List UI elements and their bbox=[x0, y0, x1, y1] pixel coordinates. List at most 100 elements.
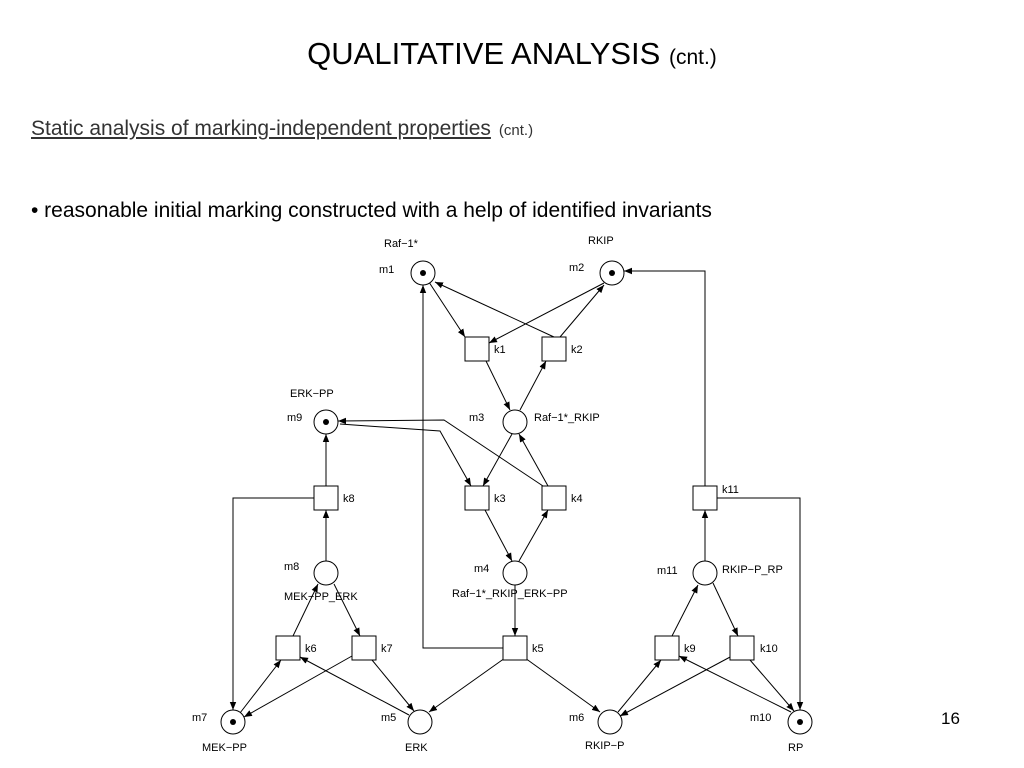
name-m7: MEK−PP bbox=[202, 742, 247, 754]
transition-k3 bbox=[464, 485, 490, 511]
arc-k8-m7 bbox=[229, 497, 314, 710]
transition-k9 bbox=[654, 635, 680, 661]
label-m11: m11 bbox=[657, 565, 678, 577]
transition-k4 bbox=[541, 485, 567, 511]
transition-k6 bbox=[275, 635, 301, 661]
token-m9 bbox=[323, 419, 329, 425]
arc-m7-k6 bbox=[239, 659, 282, 714]
place-m3 bbox=[502, 409, 528, 435]
label-m7: m7 bbox=[192, 712, 207, 724]
place-m11 bbox=[692, 560, 718, 586]
labels: k1 k2 k3 k4 k5 k6 k7 k8 k9 k10 k11 m1 m2… bbox=[192, 235, 803, 754]
name-m2: RKIP bbox=[588, 235, 614, 247]
label-m6: m6 bbox=[569, 712, 584, 724]
bullet-point: • reasonable initial marking constructed… bbox=[31, 199, 712, 222]
arc-k5-m1 bbox=[419, 285, 503, 649]
transition-k5 bbox=[502, 635, 528, 661]
slide-title: QUALITATIVE ANALYSIS (cnt.) bbox=[0, 36, 1024, 72]
transition-k7 bbox=[351, 635, 377, 661]
arc-m5-k6 bbox=[299, 656, 410, 716]
title-suffix: (cnt.) bbox=[668, 46, 717, 69]
arc-k7-m5 bbox=[371, 659, 415, 712]
subtitle-text: Static analysis of marking-independent p… bbox=[31, 117, 491, 140]
arc-m10-k11 bbox=[717, 497, 801, 710]
name-m3: Raf−1*_RKIP bbox=[534, 412, 600, 424]
place-m2 bbox=[599, 260, 625, 286]
transition-k10 bbox=[729, 635, 755, 661]
label-k2: k2 bbox=[571, 344, 583, 356]
page-number: 16 bbox=[941, 709, 960, 728]
place-m6 bbox=[597, 709, 623, 735]
arc-k5-m5 bbox=[428, 657, 506, 713]
name-m9: ERK−PP bbox=[290, 388, 334, 400]
arc-m2-k1 bbox=[488, 282, 605, 344]
label-k1: k1 bbox=[494, 344, 506, 356]
place-m9 bbox=[313, 409, 339, 435]
place-m4 bbox=[502, 560, 528, 586]
transition-k1 bbox=[464, 336, 490, 362]
place-m5 bbox=[407, 709, 433, 735]
name-m4: Raf−1*_RKIP_ERK−PP bbox=[452, 588, 568, 600]
arc-m9-k3 bbox=[339, 423, 472, 487]
name-m1: Raf−1* bbox=[384, 238, 419, 250]
label-k7: k7 bbox=[381, 643, 393, 655]
arc-k11-m2 bbox=[624, 267, 706, 486]
arc-k4-m9 bbox=[337, 417, 547, 489]
name-m10: RP bbox=[788, 742, 803, 754]
name-m11: RKIP−P_RP bbox=[722, 564, 783, 576]
arcs bbox=[229, 267, 804, 718]
transitions bbox=[275, 336, 755, 661]
label-m3: m3 bbox=[469, 412, 484, 424]
place-m1 bbox=[410, 260, 436, 286]
label-m5: m5 bbox=[381, 712, 396, 724]
transition-k11 bbox=[692, 485, 718, 511]
arc-k5-m6 bbox=[524, 657, 601, 713]
arc-k1-m3 bbox=[485, 360, 511, 411]
transition-k2 bbox=[541, 336, 567, 362]
arc-m4-k4 bbox=[518, 509, 549, 562]
label-k5: k5 bbox=[532, 643, 544, 655]
label-k11: k11 bbox=[722, 484, 739, 496]
subtitle-suffix: (cnt.) bbox=[498, 122, 534, 139]
place-m8 bbox=[313, 560, 339, 586]
token-m2 bbox=[609, 270, 615, 276]
token-m7 bbox=[230, 719, 236, 725]
arc-m8-k7 bbox=[333, 583, 361, 637]
label-m10: m10 bbox=[750, 712, 771, 724]
arc-k4-m3 bbox=[518, 433, 549, 487]
label-k3: k3 bbox=[494, 493, 506, 505]
arc-k6-m8 bbox=[292, 583, 319, 637]
arc-m3-k3 bbox=[482, 433, 513, 487]
title-main: QUALITATIVE ANALYSIS bbox=[307, 36, 661, 71]
arc-k10-m10 bbox=[749, 659, 795, 712]
label-k9: k9 bbox=[684, 643, 696, 655]
arc-k9-m11 bbox=[671, 584, 699, 637]
label-m1: m1 bbox=[379, 264, 394, 276]
token-m1 bbox=[420, 270, 426, 276]
label-m2: m2 bbox=[569, 262, 584, 274]
arc-m10-k9 bbox=[678, 655, 792, 713]
section-subtitle: Static analysis of marking-independent p… bbox=[31, 117, 533, 141]
arc-m1-k1 bbox=[422, 272, 466, 338]
token-m10 bbox=[797, 719, 803, 725]
arc-k3-m4 bbox=[484, 509, 513, 562]
places bbox=[220, 260, 813, 735]
place-m7 bbox=[220, 709, 246, 735]
label-k10: k10 bbox=[760, 643, 778, 655]
name-m8: MEK−PP_ERK bbox=[284, 591, 358, 603]
name-m6: RKIP−P bbox=[585, 740, 624, 752]
place-m10 bbox=[787, 709, 813, 735]
arc-k10-m6 bbox=[619, 655, 733, 717]
arc-k2-m2 bbox=[559, 284, 605, 338]
arc-k7-m7 bbox=[243, 655, 353, 718]
label-m8: m8 bbox=[284, 561, 299, 573]
name-m5: ERK bbox=[405, 742, 428, 754]
label-m4: m4 bbox=[474, 563, 489, 575]
arc-m3-k2 bbox=[519, 360, 547, 411]
arc-m6-k9 bbox=[617, 659, 662, 713]
label-k8: k8 bbox=[343, 493, 355, 505]
label-k4: k4 bbox=[571, 493, 583, 505]
arc-k2-m1 bbox=[434, 281, 555, 338]
transition-k8 bbox=[313, 485, 339, 511]
